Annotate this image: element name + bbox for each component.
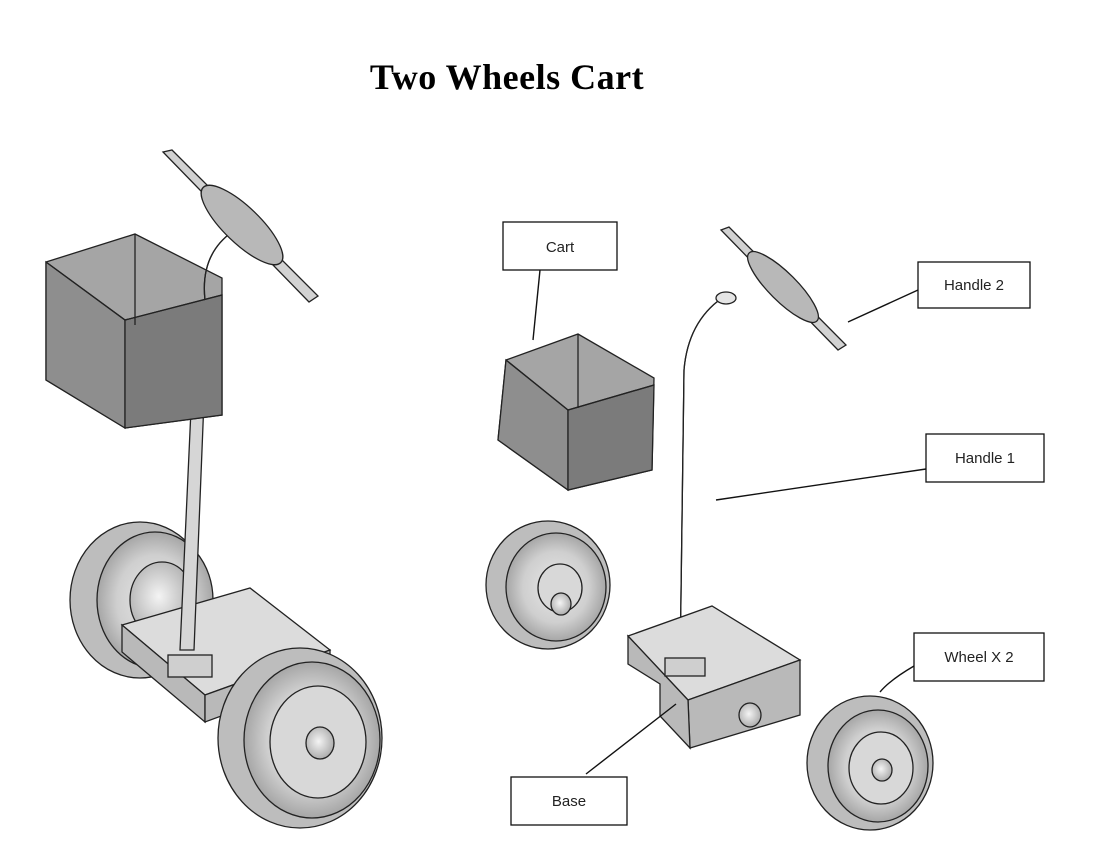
exploded-wheel-left <box>485 520 611 650</box>
exploded-handle-2 <box>719 226 848 351</box>
label-cart: Cart <box>502 221 618 341</box>
label-handle-2: Handle 2 <box>847 261 1031 323</box>
label-handle-2-text: Handle 2 <box>944 277 1004 294</box>
label-wheel: Wheel X 2 <box>879 632 1045 693</box>
diagram-title: Two Wheels Cart <box>369 57 645 97</box>
assembled-steering-bar <box>161 149 320 303</box>
label-wheel-text: Wheel X 2 <box>944 649 1013 666</box>
exploded-wheel-right <box>806 695 934 831</box>
assembled-front-wheel <box>217 647 383 829</box>
assembled-cart-box <box>45 233 223 430</box>
assembled-cart <box>45 149 383 829</box>
exploded-base <box>626 605 802 750</box>
exploded-cart-box <box>497 333 655 492</box>
label-handle-1: Handle 1 <box>715 433 1045 501</box>
label-cart-text: Cart <box>546 239 575 256</box>
label-base: Base <box>510 703 677 826</box>
label-base-text: Base <box>552 793 586 810</box>
label-handle-1-text: Handle 1 <box>955 450 1015 467</box>
exploded-handle-1 <box>679 291 737 671</box>
